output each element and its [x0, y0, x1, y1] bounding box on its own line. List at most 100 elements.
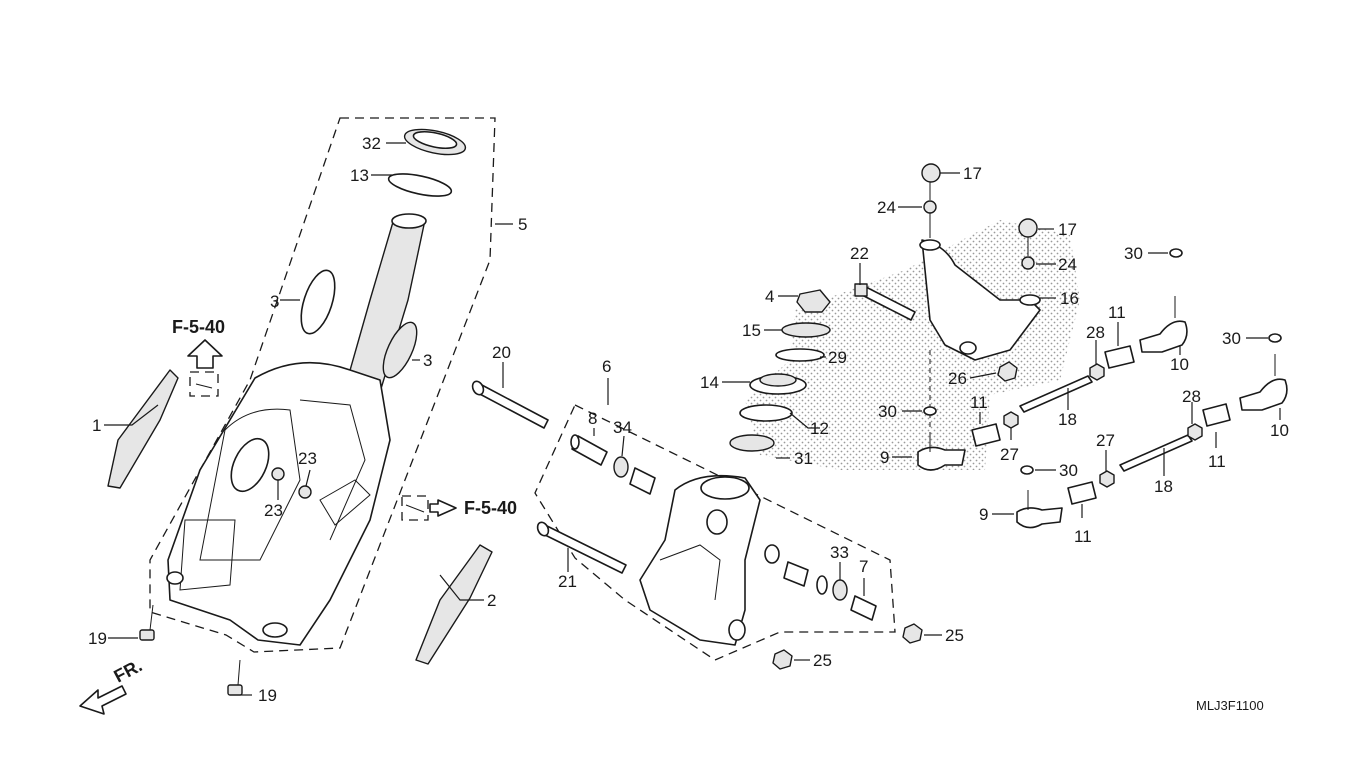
leader-lines [104, 142, 1281, 696]
callout-21: 21 [558, 572, 577, 591]
nut-4 [796, 289, 831, 313]
adjuster-11-b [1202, 403, 1231, 427]
tie-rod-end-9-a [917, 432, 966, 471]
ring-34 [613, 456, 629, 478]
nut-28-b [1187, 423, 1203, 441]
callout-23a: 23 [264, 501, 283, 520]
callout-11d: 11 [1074, 527, 1092, 546]
nut-24-a [923, 200, 937, 214]
callout-7: 7 [859, 557, 868, 576]
callout-1: 1 [92, 416, 101, 435]
front-direction-arrow [79, 685, 127, 715]
callout-24b: 24 [1058, 255, 1077, 274]
cap-17-a [921, 163, 941, 183]
bearing-14 [749, 373, 807, 395]
callout-28b: 28 [1182, 387, 1201, 406]
callouts: 1 2 3 3 4 5 6 7 8 9 9 10 10 11 11 11 11 … [88, 134, 1289, 705]
callout-2: 2 [487, 591, 496, 610]
adjuster-11-c [971, 423, 1001, 447]
adjuster-11-d [1067, 481, 1097, 505]
callout-19b: 19 [258, 686, 277, 705]
adjuster-11-a [1104, 345, 1135, 369]
callout-4: 4 [765, 287, 774, 306]
knuckle-arm [919, 239, 1041, 361]
front-frame [166, 361, 391, 646]
callout-20: 20 [492, 343, 511, 362]
steering-arm [639, 474, 761, 646]
washer-15 [781, 322, 831, 338]
ref-arrow-up [187, 339, 223, 397]
callout-34: 34 [613, 418, 632, 437]
callout-33: 33 [830, 543, 849, 562]
callout-17a: 17 [963, 164, 982, 183]
washer-right [764, 544, 780, 564]
callout-22: 22 [850, 244, 869, 263]
grommet-lower [382, 321, 418, 379]
callout-30d: 30 [1059, 461, 1078, 480]
nut-23-a [271, 467, 285, 481]
callout-14: 14 [700, 373, 719, 392]
stipple-area [745, 220, 1080, 470]
callout-11a: 11 [1108, 303, 1126, 322]
bearing-race [387, 173, 453, 197]
bolt-22 [854, 283, 916, 321]
callout-25b: 25 [813, 651, 832, 670]
front-label: FR. [110, 655, 145, 686]
callout-6: 6 [602, 357, 611, 376]
callout-5: 5 [518, 215, 527, 234]
callout-18b: 18 [1154, 477, 1173, 496]
callout-30c: 30 [878, 402, 897, 421]
tie-rod-end-10-b [1239, 354, 1288, 411]
callout-23b: 23 [298, 449, 317, 468]
callout-25a: 25 [945, 626, 964, 645]
seal-31 [729, 434, 775, 452]
arm-group-outline [534, 404, 896, 661]
callout-10a: 10 [1170, 355, 1189, 374]
callout-11b: 11 [1208, 452, 1226, 471]
nut-25-b [772, 649, 793, 670]
callout-15: 15 [742, 321, 761, 340]
callout-27a: 27 [1000, 445, 1019, 464]
side-trim-left [107, 369, 179, 489]
grommet-upper [300, 269, 336, 335]
callout-27b: 27 [1096, 431, 1115, 450]
callout-32: 32 [362, 134, 381, 153]
tie-rod-18-a [1019, 375, 1093, 413]
callout-17b: 17 [1058, 220, 1077, 239]
callout-16: 16 [1060, 289, 1079, 308]
ref-label-up: F-5-40 [172, 317, 225, 337]
tie-rod-end-10-a [1139, 296, 1188, 353]
callout-13: 13 [350, 166, 369, 185]
callout-30a: 30 [1124, 244, 1143, 263]
ref-label-right: F-5-40 [464, 498, 517, 518]
ref-arrow-right [401, 495, 457, 521]
washer-30-c [1268, 333, 1282, 343]
lock-washer-29 [775, 348, 825, 362]
callout-28a: 28 [1086, 323, 1105, 342]
diagram-code: MLJ3F1100 [1196, 698, 1264, 713]
nut-23-b [298, 485, 312, 499]
tie-rod-18-b [1119, 434, 1193, 472]
steering-column [344, 213, 427, 393]
bushing-upper [629, 467, 656, 495]
callout-29: 29 [828, 348, 847, 367]
collar-7 [850, 595, 877, 621]
callout-30b: 30 [1222, 329, 1241, 348]
callout-18a: 18 [1058, 410, 1077, 429]
washer-30-d [1020, 465, 1034, 475]
bushing-lower [783, 561, 809, 587]
nut-27-b [1099, 470, 1115, 488]
callout-8: 8 [588, 409, 597, 428]
nut-24-b [1021, 256, 1035, 270]
nut-28-a [1089, 363, 1105, 381]
washer-30-b [1169, 248, 1183, 258]
callout-3a: 3 [270, 292, 279, 311]
circlip [816, 575, 828, 595]
callout-12: 12 [810, 419, 829, 438]
bolt-19-b [227, 659, 243, 696]
bolt-20 [471, 380, 549, 429]
callout-9b: 9 [979, 505, 988, 524]
cap-17-b [1018, 218, 1038, 238]
callout-10b: 10 [1270, 421, 1289, 440]
ring-33 [832, 579, 848, 601]
